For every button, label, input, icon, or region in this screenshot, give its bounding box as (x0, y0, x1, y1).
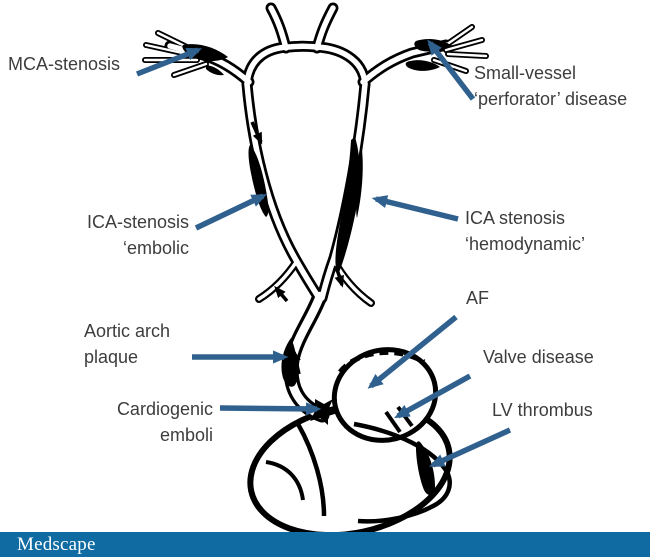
footer-brand-bar: Medscape (0, 532, 650, 557)
flow-arrow-aorta (291, 349, 301, 375)
medscape-logo: Medscape (17, 534, 96, 555)
label-lv-thrombus: LV thrombus (492, 400, 593, 420)
pointer-arrows (135, 39, 512, 468)
label-cardiogenic-emboli: Cardiogenic emboli (116, 399, 213, 445)
label-valve-disease: Valve disease (483, 347, 594, 367)
plaque-mca-left-streak (206, 65, 224, 76)
arrow-af (367, 314, 458, 389)
label-aortic-arch-plaque: Aortic arch plaque (84, 321, 171, 367)
arrow-lv-thrombus (428, 427, 512, 468)
flow-direction-arrows (250, 121, 344, 375)
arrow-ica-embolic (194, 193, 267, 231)
arrow-valve-disease (394, 373, 472, 419)
arrow-small-vessel (427, 39, 476, 101)
arrow-ica-hemodynamic (371, 195, 459, 222)
label-af: AF (466, 288, 490, 308)
flow-arrow-left-carotid (250, 121, 263, 145)
label-ica-stenosis-hemodynamic: ICA stenosis ‘hemodynamic’ (465, 208, 586, 254)
plaque-perforator-lower (405, 60, 440, 71)
blob-lv-thrombus (416, 441, 435, 496)
arrow-mca-stenosis (135, 47, 203, 77)
label-mca-stenosis: MCA-stenosis (8, 54, 121, 74)
flow-arrow-right-carotid (334, 265, 344, 288)
heart-line-art (247, 347, 453, 539)
plaque-ica-hemodynamic-streak (356, 150, 363, 218)
label-small-vessel-perforator-disease: Small-vessel ‘perforator’ disease (474, 63, 628, 109)
arrow-cardiogenic-emboli (219, 402, 322, 416)
label-ica-stenosis-embolic: ICA-stenosis ‘embolic (86, 212, 189, 258)
pulmonary-vein-stripes (338, 349, 426, 374)
plaque-ica-hemodynamic (335, 137, 360, 275)
flow-arrow-junction (274, 285, 289, 303)
